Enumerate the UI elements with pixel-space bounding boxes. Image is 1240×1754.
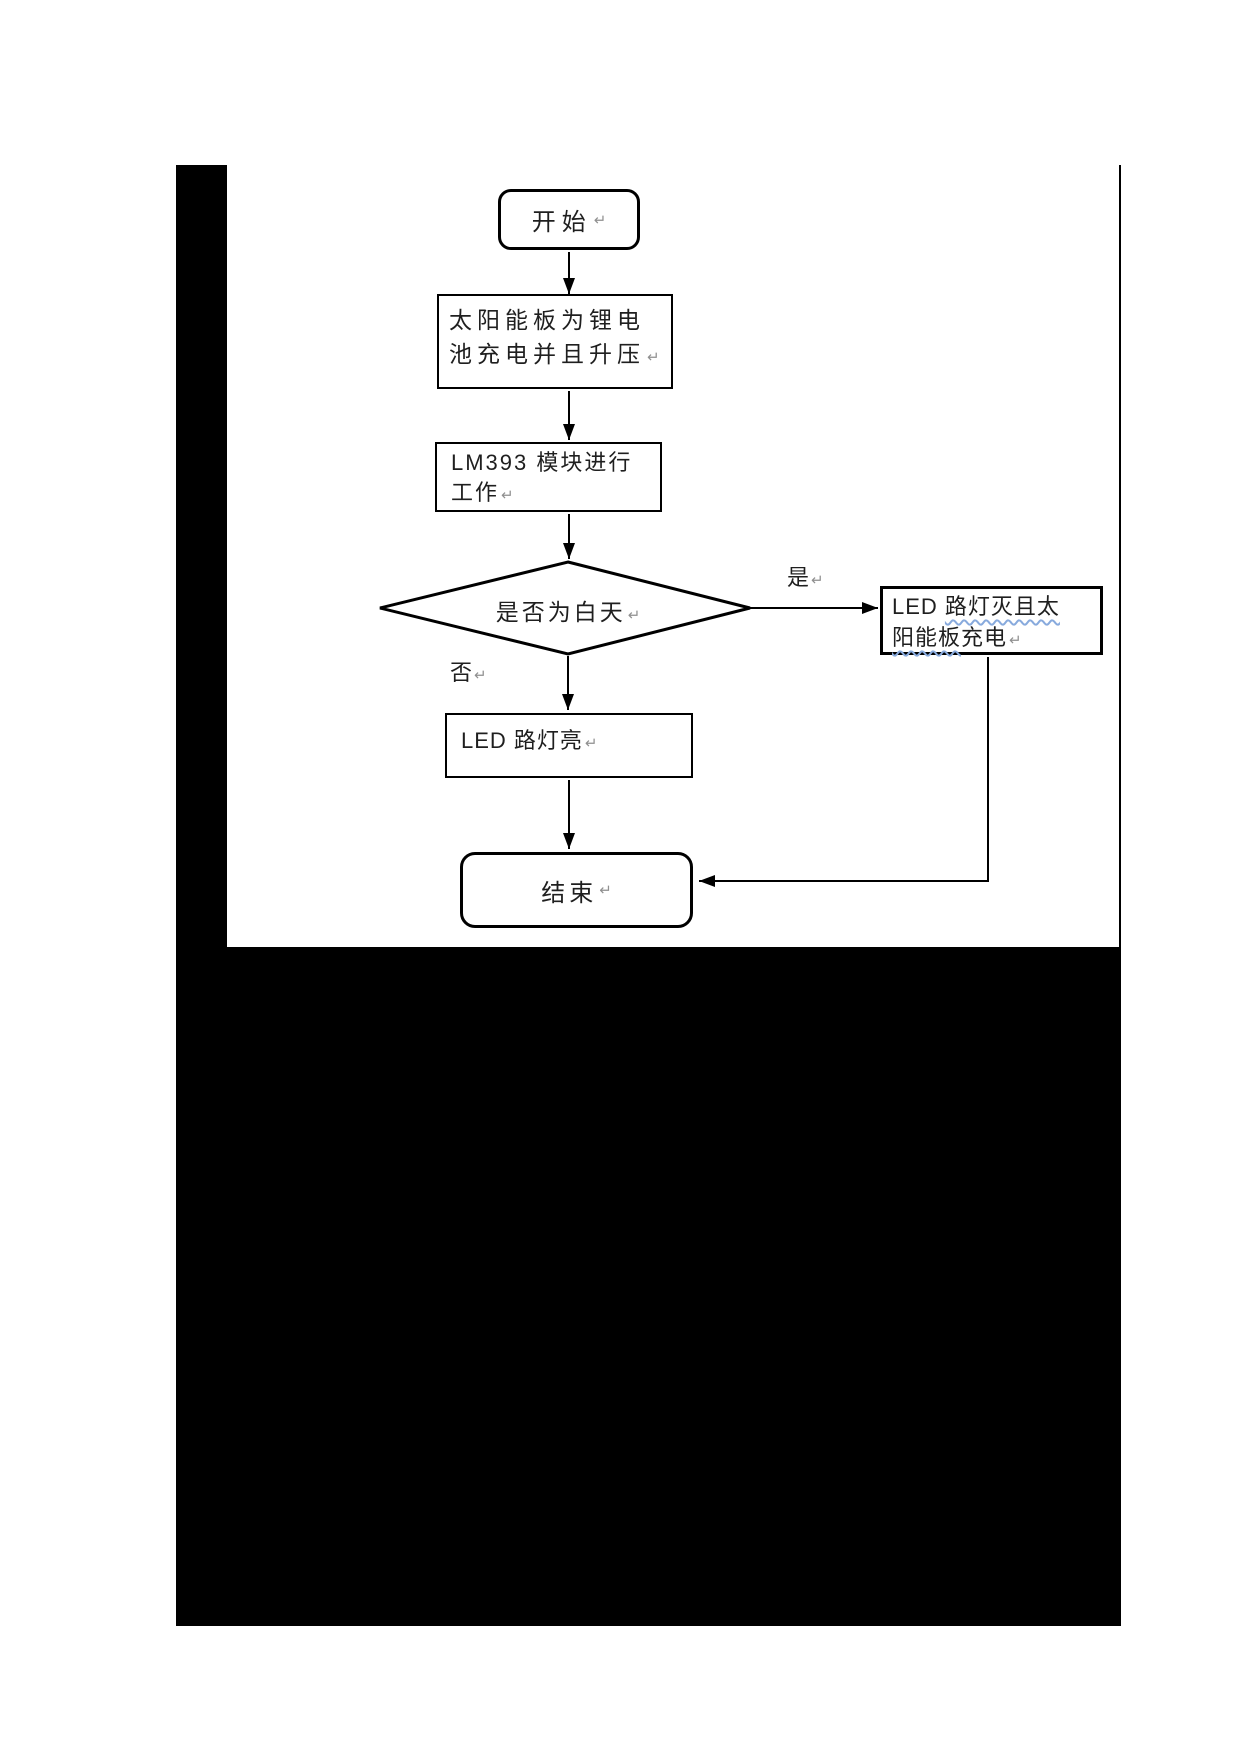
node-solar-charge: 太阳能板为锂电 池充电并且升压↵	[437, 294, 673, 389]
paragraph-mark: ↵	[501, 487, 514, 504]
node-lm393: LM393 模块进行 工作↵	[435, 442, 662, 512]
node-end-label: 结束	[541, 879, 598, 907]
node-led-off-line1: LED 路灯灭且太	[892, 594, 1060, 619]
node-solar-line1: 太阳能板为锂电	[449, 307, 645, 333]
node-start: 开始↵	[498, 189, 640, 250]
node-led-on: LED 路灯亮↵	[445, 713, 693, 778]
redacted-bottom-block	[176, 947, 1121, 1626]
paragraph-mark: ↵	[599, 882, 612, 899]
paragraph-mark: ↵	[474, 667, 487, 684]
paragraph-mark: ↵	[811, 572, 824, 589]
page-right-border	[1119, 165, 1121, 947]
node-solar-line2: 池充电并且升压↵	[449, 341, 660, 367]
node-led-off: LED 路灯灭且太 阳能板充电↵	[880, 586, 1103, 655]
node-lm393-line2: 工作↵	[451, 480, 514, 505]
paragraph-mark: ↵	[647, 349, 660, 366]
spellcheck-squiggle: 阳能板	[892, 625, 962, 650]
paragraph-mark: ↵	[1009, 632, 1022, 649]
node-end: 结束↵	[460, 852, 693, 928]
decision-diamond	[379, 560, 751, 656]
edge-label-yes: 是↵	[787, 565, 824, 590]
redacted-left-bar	[176, 165, 227, 947]
node-led-off-line2: 阳能板充电↵	[892, 625, 1022, 650]
paragraph-mark: ↵	[627, 607, 641, 624]
spellcheck-squiggle: 路灯灭且太	[944, 594, 1060, 619]
paragraph-mark: ↵	[593, 211, 607, 229]
node-start-label: 开始	[531, 209, 592, 236]
node-lm393-line1: LM393 模块进行	[451, 450, 633, 475]
connector-ledoff-to-end	[699, 657, 989, 887]
edge-label-no: 否↵	[450, 660, 487, 685]
node-decision-label: 是否为白天↵	[495, 599, 641, 625]
paragraph-mark: ↵	[584, 735, 598, 752]
